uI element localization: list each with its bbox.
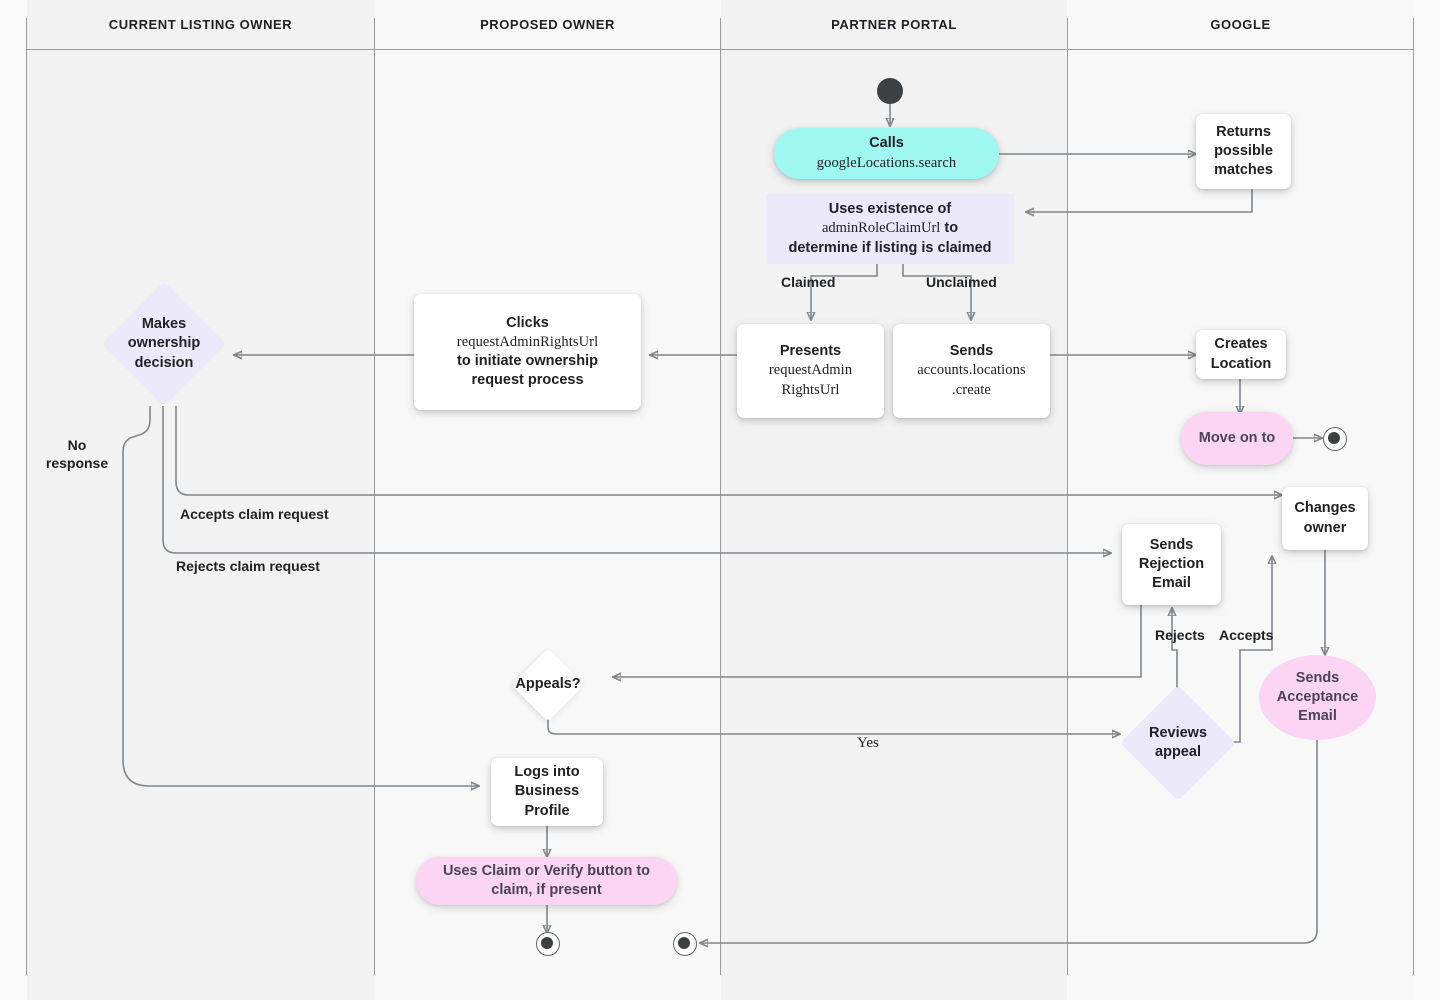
lane-header-google: GOOGLE <box>1068 0 1413 50</box>
move-on-to-node[interactable]: Move on to <box>1181 412 1293 465</box>
node-text: Sends Rejection Email <box>1138 536 1205 592</box>
node-text: Reviews appeal <box>1148 724 1208 760</box>
node-line-2: accounts.locations <box>917 362 1026 379</box>
node-line-2: requestAdmin <box>768 362 853 379</box>
uses-existence-of-adminroleclaimurl-node[interactable]: Uses existence of adminRoleClaimUrl to d… <box>766 194 1014 264</box>
node-text: Makes ownership decision <box>127 316 201 371</box>
node-line-2: requestAdminRightsUrl <box>456 333 599 350</box>
node-line-2-suffix: to <box>940 220 959 237</box>
node-line-1: Uses Claim or Verify button to <box>442 862 651 879</box>
node-line-2: googleLocations.search <box>816 154 957 171</box>
sends-acceptance-email-node[interactable]: Sends Acceptance Email <box>1259 655 1376 740</box>
node-line-1: Calls <box>869 135 904 152</box>
lane-header-partner-portal: PARTNER PORTAL <box>721 0 1067 50</box>
clicks-requestadminrightsurl-node[interactable]: Clicks requestAdminRightsUrl to initiate… <box>414 294 641 410</box>
end-node-partner-portal <box>673 932 697 956</box>
edge-label-accepts: Accepts <box>1219 627 1274 643</box>
reviews-appeal-node[interactable]: Reviews appeal <box>1120 685 1236 801</box>
node-text: Changes owner <box>1294 500 1356 536</box>
lane-header-current-listing-owner: CURRENT LISTING OWNER <box>27 0 374 50</box>
node-text: Creates Location <box>1210 336 1272 372</box>
sends-accounts-locations-create-node[interactable]: Sends accounts.locations .create <box>893 324 1050 418</box>
creates-location-node[interactable]: Creates Location <box>1196 330 1286 379</box>
logs-into-business-profile-node[interactable]: Logs into Business Profile <box>491 758 603 826</box>
lane-header-proposed-owner: PROPOSED OWNER <box>375 0 720 50</box>
node-line-1: Presents <box>779 343 842 360</box>
edge-label-claimed: Claimed <box>781 274 836 290</box>
end-node-proposed-owner <box>536 932 560 956</box>
node-text: Sends Acceptance Email <box>1276 669 1359 725</box>
node-line-1: Sends <box>949 343 994 360</box>
node-line-2: claim, if present <box>491 882 602 898</box>
edge-label-yes: Yes <box>857 735 879 751</box>
node-line-1: Clicks <box>506 314 549 331</box>
adminroleclaimurl-code: adminRoleClaimUrl <box>821 220 941 237</box>
lane-divider-1 <box>374 18 375 975</box>
changes-owner-node[interactable]: Changes owner <box>1282 487 1368 550</box>
lane-body-partner-portal <box>721 50 1067 1000</box>
edge-label-accepts-claim-request: Accepts claim request <box>180 506 329 522</box>
sends-rejection-email-node[interactable]: Sends Rejection Email <box>1122 524 1221 605</box>
lane-label: PARTNER PORTAL <box>831 17 957 32</box>
node-line-4: request process <box>471 372 584 389</box>
node-line-3: determine if listing is claimed <box>788 239 992 256</box>
presents-requestadminrightsurl-node[interactable]: Presents requestAdmin RightsUrl <box>737 324 884 418</box>
node-line-3: to initiate ownership <box>457 353 598 369</box>
node-line-3: .create <box>952 381 991 398</box>
lane-label: PROPOSED OWNER <box>480 17 615 32</box>
calls-googlelocations-search-node[interactable]: Calls googleLocations.search <box>774 128 999 179</box>
returns-possible-matches-node[interactable]: Returns possible matches <box>1196 114 1291 189</box>
node-line-1: Uses existence of <box>828 201 952 218</box>
appeals-decision-node[interactable]: Appeals? <box>511 648 585 722</box>
edge-label-no-response: No response <box>45 437 109 471</box>
lane-label: GOOGLE <box>1210 17 1271 32</box>
node-line-2: adminRoleClaimUrl to <box>822 219 958 238</box>
node-line-3: RightsUrl <box>781 381 840 398</box>
node-text: Logs into Business Profile <box>514 764 580 819</box>
edge-label-rejects-claim-request: Rejects claim request <box>176 558 320 574</box>
edge-label-unclaimed: Unclaimed <box>926 274 997 290</box>
node-text: Move on to <box>1198 429 1276 446</box>
start-node <box>877 78 903 104</box>
lane-label: CURRENT LISTING OWNER <box>108 17 293 32</box>
lane-body-current-listing-owner <box>27 50 374 1000</box>
node-text: Returns possible matches <box>1214 123 1273 179</box>
node-text: Appeals? <box>515 676 581 693</box>
lane-divider-3 <box>1067 18 1068 975</box>
lane-divider-2 <box>720 18 721 975</box>
uses-claim-or-verify-button-node[interactable]: Uses Claim or Verify button to claim, if… <box>416 857 677 905</box>
edge-label-rejects: Rejects <box>1155 627 1205 643</box>
end-node-google-top <box>1323 427 1347 451</box>
makes-ownership-decision-node[interactable]: Makes ownership decision <box>101 281 227 407</box>
